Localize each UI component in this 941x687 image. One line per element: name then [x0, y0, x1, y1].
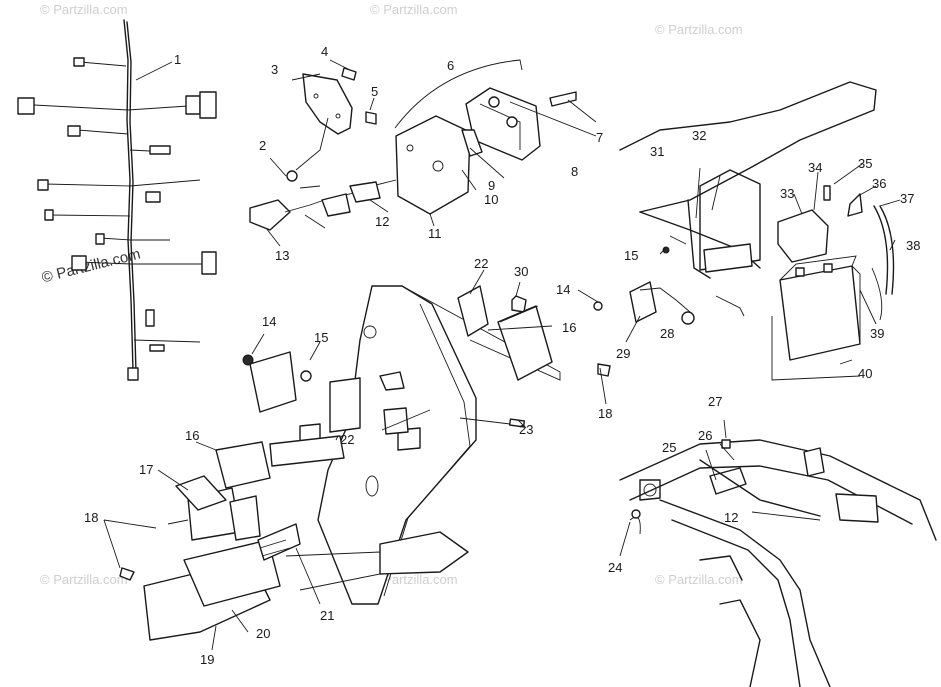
- callout-33: 33: [780, 186, 794, 201]
- watermark: © Partzilla.com: [655, 572, 743, 587]
- callout-30: 30: [514, 264, 528, 279]
- frame-lower-right: [619, 419, 937, 687]
- callout-16: 16: [185, 428, 199, 443]
- callout-19: 19: [200, 652, 214, 667]
- watermark: © Partzilla.com: [370, 2, 458, 17]
- callout-14: 14: [262, 314, 276, 329]
- callout-22: 22: [340, 432, 354, 447]
- callout-10: 10: [484, 192, 498, 207]
- wiring-harness: [17, 19, 217, 381]
- callout-14: 14: [556, 282, 570, 297]
- callout-2: 2: [259, 138, 266, 153]
- callout-31: 31: [650, 144, 664, 159]
- callout-labels: 1 2 3 4 5 6 7 8 9 10 11 12 12 13 14 14 1…: [84, 44, 920, 667]
- callout-9: 9: [488, 178, 495, 193]
- callout-32: 32: [692, 128, 706, 143]
- callout-1: 1: [174, 52, 181, 67]
- callout-4: 4: [321, 44, 328, 59]
- callout-12: 12: [724, 510, 738, 525]
- callout-40: 40: [858, 366, 872, 381]
- callout-22: 22: [474, 256, 488, 271]
- callout-5: 5: [371, 84, 378, 99]
- callout-6: 6: [447, 58, 454, 73]
- battery-area: [593, 81, 895, 381]
- callout-8: 8: [571, 164, 578, 179]
- callout-39: 39: [870, 326, 884, 341]
- callout-24: 24: [608, 560, 622, 575]
- callout-27: 27: [708, 394, 722, 409]
- callout-7: 7: [596, 130, 603, 145]
- callout-3: 3: [271, 62, 278, 77]
- callout-20: 20: [256, 626, 270, 641]
- callout-34: 34: [808, 160, 822, 175]
- callout-16: 16: [562, 320, 576, 335]
- callout-28: 28: [660, 326, 674, 341]
- watermark: © Partzilla.com: [655, 22, 743, 37]
- callout-15: 15: [624, 248, 638, 263]
- callout-25: 25: [662, 440, 676, 455]
- callout-35: 35: [858, 156, 872, 171]
- callout-18: 18: [84, 510, 98, 525]
- callout-17: 17: [139, 462, 153, 477]
- callout-18: 18: [598, 406, 612, 421]
- callout-29: 29: [616, 346, 630, 361]
- callout-37: 37: [900, 191, 914, 206]
- callout-12: 12: [375, 214, 389, 229]
- callout-26: 26: [698, 428, 712, 443]
- lower-assemblies: [119, 285, 611, 641]
- callout-15: 15: [314, 330, 328, 345]
- callout-36: 36: [872, 176, 886, 191]
- callout-38: 38: [906, 238, 920, 253]
- callout-21: 21: [320, 608, 334, 623]
- watermark: © Partzilla.com: [40, 572, 128, 587]
- watermark: © Partzilla.com: [370, 572, 458, 587]
- callout-11: 11: [428, 226, 442, 241]
- callout-13: 13: [275, 248, 289, 263]
- watermark: © Partzilla.com: [40, 2, 128, 17]
- tail-light-group: [249, 59, 597, 247]
- callout-23: 23: [519, 422, 533, 437]
